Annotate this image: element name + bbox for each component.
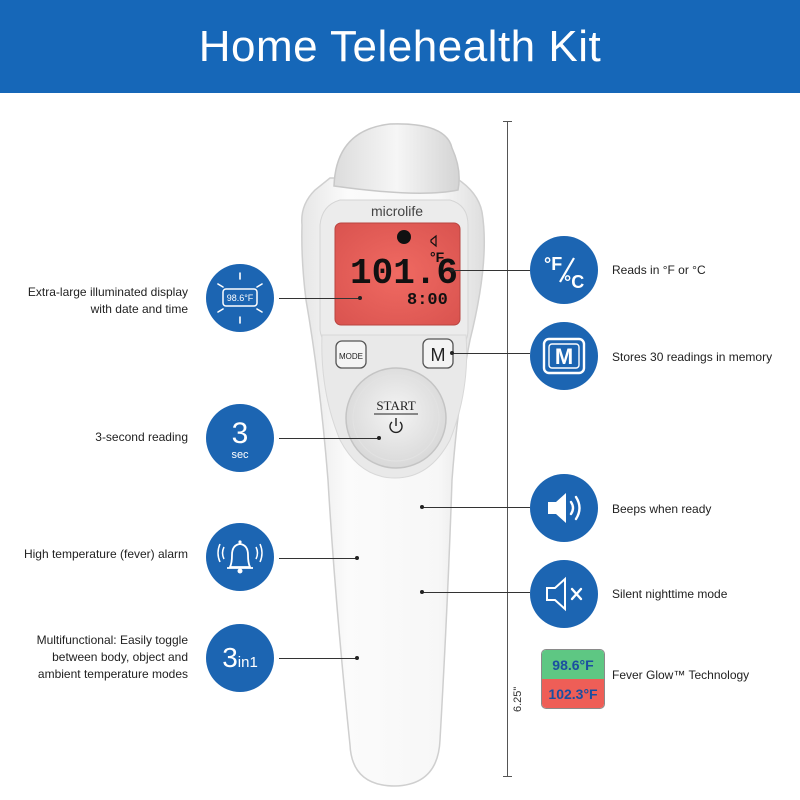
person-icon [397,230,411,244]
mode-button [335,340,367,369]
length-dimension-line [507,121,508,777]
lcd-time: 8:00 [407,291,448,310]
feature-3sec-label: 3-second reading [95,430,188,444]
header-banner: Home Telehealth Kit [0,0,800,93]
fahrenheit-celsius-feature-icon: °F °C [530,236,598,304]
svg-text:START: START [376,398,415,413]
svg-text:°C: °C [564,272,584,292]
thermometer-head [333,123,460,194]
memory-icon: M [542,337,586,375]
beep-feature-icon [530,474,598,542]
lcd-display [334,222,461,326]
fever-glow-normal: 98.6°F [542,650,604,679]
fever-glow-fever: 102.3°F [542,679,604,708]
silent-feature-icon [530,560,598,628]
svg-text:98.6°F: 98.6°F [227,293,254,303]
length-label: 6.25" [512,686,524,712]
three-second-icon: 3 sec [206,404,274,472]
brand-logo: microlife [371,203,423,219]
speaker-icon [548,493,581,523]
display-feature-icon: 98.6°F [206,264,274,332]
feature-memory-label: Stores 30 readings in memory [612,350,773,364]
feature-fever-glow-label: Fever Glow™ Technology [612,668,750,682]
svg-text:°F: °F [544,254,562,274]
feature-beep-label: Beeps when ready [612,502,712,516]
lcd-reading: 101.6 [350,253,458,294]
lcd-unit: °F [430,249,445,265]
alarm-feature-icon [206,523,274,591]
feature-display-label: Extra-large illuminated display with dat… [27,285,188,316]
memory-feature-icon: M [530,322,598,390]
speaker-indicator-icon [430,234,437,248]
feature-units-label: Reads in °F or °C [612,263,706,277]
mute-icon [546,576,583,612]
svg-text:MODE: MODE [339,352,363,361]
feature-alarm-label: High temperature (fever) alarm [23,547,188,561]
three-in-one-icon: 3 in1 [206,624,274,692]
svg-text:M: M [555,344,573,369]
feature-silent-label: Silent nighttime mode [612,587,728,601]
fever-glow-icon: 98.6°F 102.3°F [541,649,605,709]
bell-icon [217,540,263,574]
feature-multifunction-label: Multifunctional: Easily toggle between b… [36,633,188,681]
svg-text:M: M [431,345,446,365]
power-icon [389,418,403,434]
fahrenheit-celsius-icon: °F °C [544,254,584,292]
display-icon: 98.6°F [217,272,263,324]
page-title: Home Telehealth Kit [198,22,602,71]
